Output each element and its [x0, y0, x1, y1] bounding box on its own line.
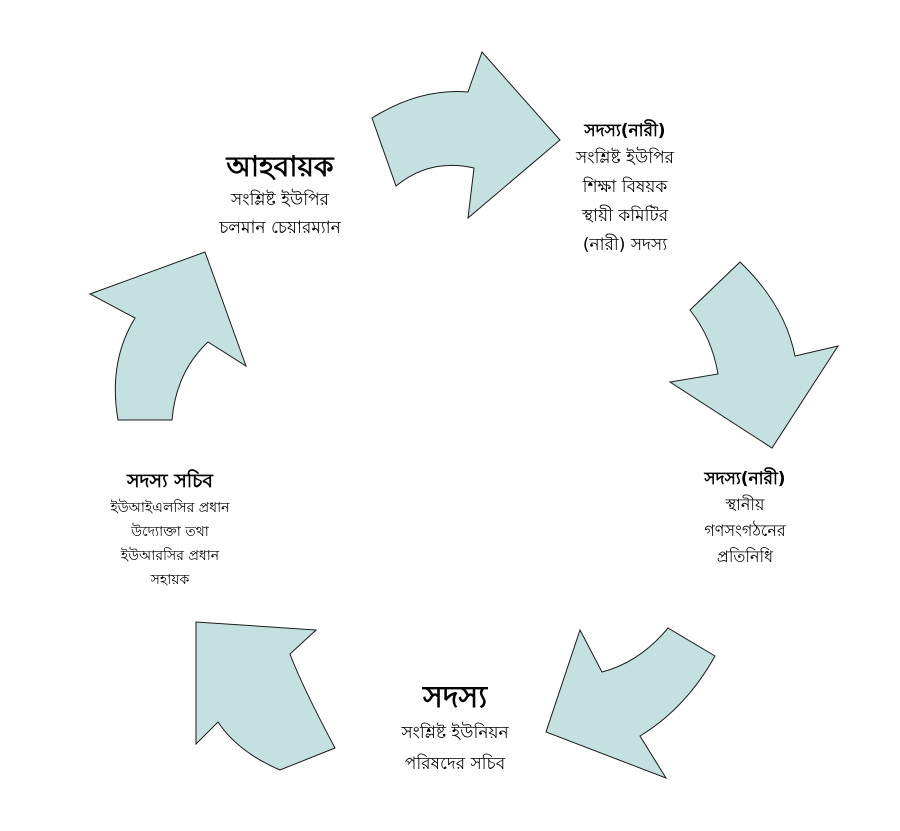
node-member-secretary-line-2: পরিষদের সচিব — [404, 754, 506, 774]
node-member-secretary-uilc: সদস্য সচিব ইউআইএলসির প্রধান উদ্যোক্তা তথ… — [60, 466, 280, 592]
node-convener-title: আহবায়ক — [226, 150, 334, 183]
node-convener-line-1: সংশ্লিষ্ট ইউপির — [231, 190, 329, 210]
arrow-upper-right — [668, 261, 840, 449]
node-member-secretary-uilc-line-1: ইউআইএলসির প্রধান — [110, 500, 230, 516]
node-member-secretary-title: সদস্য — [422, 680, 488, 715]
node-member-woman-local-line-3: প্রতিনিধি — [716, 547, 774, 566]
node-convener-line-2: চলমান চেয়ারম্যান — [219, 218, 341, 238]
arrow-left — [88, 251, 247, 421]
node-member-secretary-line-1: সংশ্লিষ্ট ইউনিয়ন — [401, 723, 509, 743]
node-member-woman-education-line-3: স্থায়ী কমিটির — [581, 206, 669, 226]
node-member-secretary-uilc-line-3: ইউআরসির প্রধান — [120, 548, 220, 564]
node-member-secretary-uilc-line-4: সহায়ক — [150, 572, 190, 588]
node-member-woman-local-title: সদস্য(নারী) — [704, 469, 786, 489]
node-convener: আহবায়ক সংশ্লিষ্ট ইউপির চলমান চেয়ারম্যা… — [185, 148, 375, 242]
node-member-woman-education-line-4: (নারী) সদস্য — [582, 235, 668, 255]
node-member-woman-education-line-2: শিক্ষা বিষয়ক — [582, 177, 668, 197]
arrow-lower-right — [545, 627, 716, 779]
arrow-top — [371, 51, 561, 220]
node-member-woman-education-line-1: সংশ্লিষ্ট ইউপির — [576, 148, 674, 168]
node-member-woman-education-title: সদস্য(নারী) — [584, 121, 666, 141]
node-member-woman-local-line-1: স্থানীয় — [725, 495, 765, 514]
node-member-woman-local-line-2: গণসংগঠনের — [704, 521, 786, 540]
node-member-secretary-uilc-title: সদস্য সচিব — [126, 470, 214, 492]
arrow-lower-left — [195, 621, 336, 771]
node-member-woman-local: সদস্য(নারী) স্থানীয় গণসংগঠনের প্রতিনিধি — [665, 466, 825, 570]
node-member-woman-education: সদস্য(নারী) সংশ্লিষ্ট ইউপির শিক্ষা বিষয়… — [540, 118, 710, 260]
node-member-secretary-uilc-line-2: উদ্যোক্তা তথা — [131, 524, 209, 540]
node-member-secretary: সদস্য সংশ্লিষ্ট ইউনিয়ন পরিষদের সচিব — [345, 678, 565, 780]
